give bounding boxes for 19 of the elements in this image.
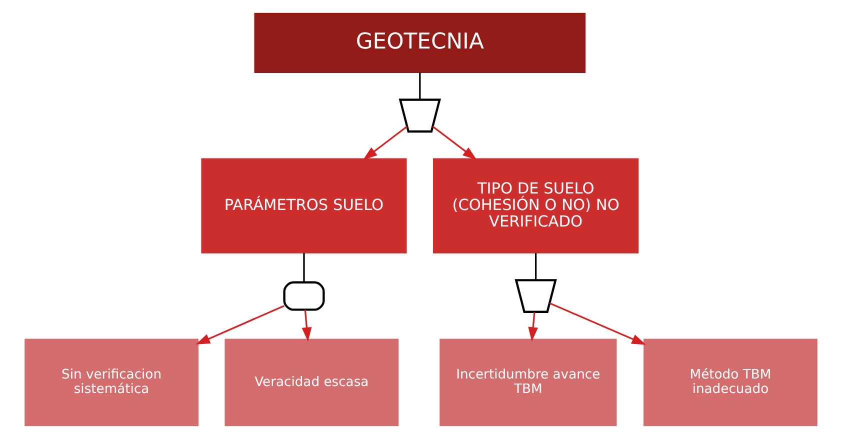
node-and-gate — [282, 280, 324, 310]
node-box: Sin verificacion sistemática — [24, 338, 198, 426]
node-box: Método TBM inadecuado — [643, 338, 817, 426]
arrow — [195, 304, 284, 344]
node-box: Veracidad escasa — [224, 338, 398, 426]
node-box: TIPO DE SUELO (COHESIÓN O NO) NO VERIFICADO — [432, 158, 638, 253]
arrow — [362, 125, 408, 160]
node-box: GEOTECNIA — [254, 12, 586, 72]
arrow — [301, 309, 312, 342]
arrow — [528, 312, 538, 341]
arrow — [548, 302, 646, 344]
connector — [534, 252, 536, 280]
arrow — [432, 125, 476, 160]
node-or-gate — [398, 98, 440, 132]
connector — [418, 72, 420, 99]
node-box: PARÁMETROS SUELO — [200, 158, 406, 253]
node-or-gate — [514, 278, 556, 312]
node-box: Incertidumbre avance TBM — [439, 338, 616, 426]
connector — [302, 252, 304, 282]
